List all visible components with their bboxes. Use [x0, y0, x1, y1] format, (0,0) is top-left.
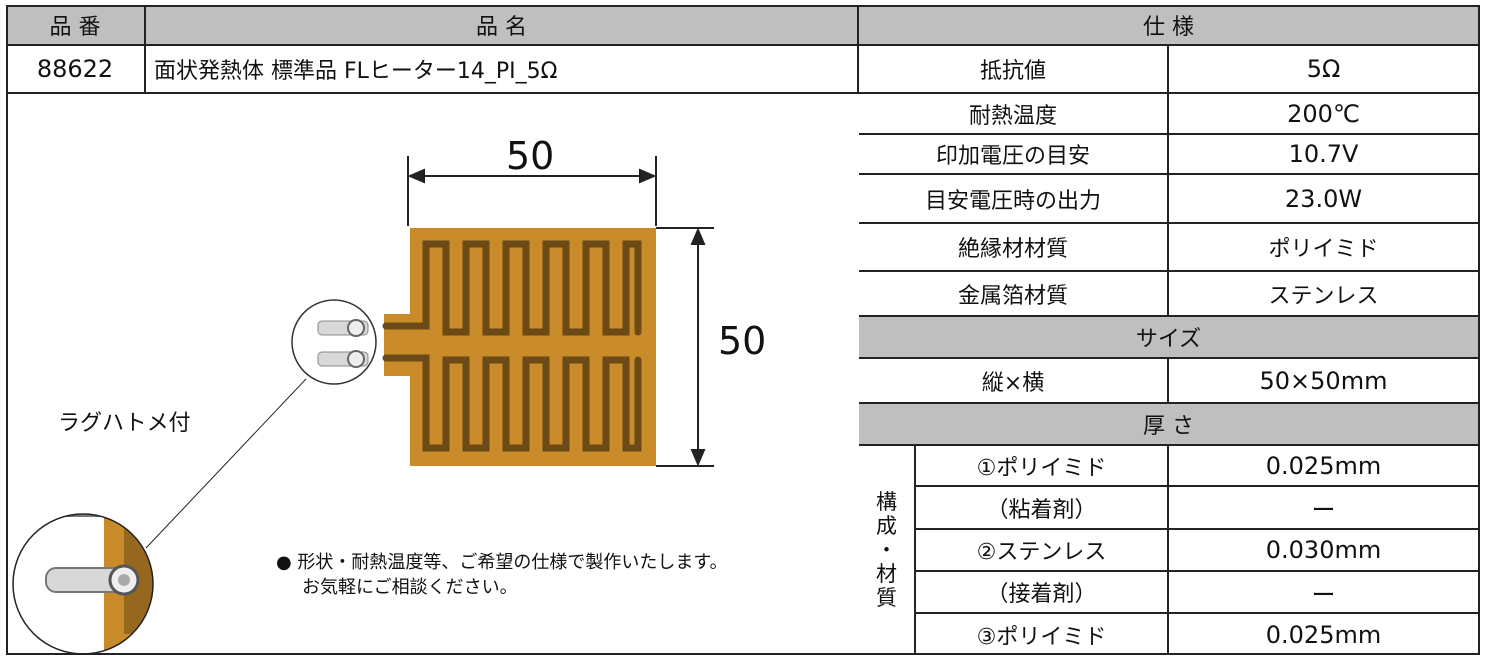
- header-number: 品 番: [6, 5, 146, 46]
- layer-value: 0.025mm: [1169, 614, 1480, 655]
- lug-zoom-view: [12, 513, 154, 655]
- spec-label: 絶縁材材質: [859, 224, 1169, 272]
- header-name: 品 名: [146, 5, 859, 46]
- spec-label: 金属箔材質: [859, 272, 1169, 317]
- spec-label: 耐熱温度: [859, 94, 1169, 135]
- heater-film: [382, 228, 656, 466]
- lug-label: ラグハトメ付: [58, 411, 191, 436]
- layer-label: ①ポリイミド: [916, 446, 1169, 487]
- spec-value: 5Ω: [1169, 46, 1480, 94]
- width-dimension: [407, 156, 657, 226]
- spec-value: ステンレス: [1169, 272, 1480, 317]
- group-char: 構: [876, 489, 897, 514]
- layer-value: 0.025mm: [1169, 446, 1480, 487]
- product-number: 88622: [6, 46, 146, 94]
- spec-value: ポリイミド: [1169, 224, 1480, 272]
- dimension-width-label: 50: [506, 134, 555, 178]
- layer-label: （接着剤）: [916, 572, 1169, 614]
- product-figure: 50 50 ラグハトメ付 ● 形状・耐熱温度等、ご希望の仕様で製作いたします。 …: [6, 94, 859, 655]
- header-spec: 仕 様: [859, 5, 1480, 46]
- note-line-1: ● 形状・耐熱温度等、ご希望の仕様で製作いたします。: [276, 552, 728, 573]
- thickness-section-header: 厚 さ: [859, 404, 1480, 446]
- group-char: 質: [876, 585, 897, 610]
- layer-label: ②ステンレス: [916, 530, 1169, 572]
- layer-label: ③ポリイミド: [916, 614, 1169, 655]
- heater-illustration: [12, 156, 714, 655]
- layer-value: ー: [1169, 572, 1480, 614]
- dimension-height-label: 50: [718, 319, 767, 363]
- layer-label: （粘着剤）: [916, 487, 1169, 530]
- spec-label: 印加電圧の目安: [859, 135, 1169, 175]
- spec-value: 23.0W: [1169, 175, 1480, 224]
- height-dimension: [656, 227, 714, 467]
- spec-value: 200℃: [1169, 94, 1480, 135]
- composition-material-label: 構 成 ・ 材 質: [859, 446, 916, 655]
- spec-value: 10.7V: [1169, 135, 1480, 175]
- layer-value: 0.030mm: [1169, 530, 1480, 572]
- size-section-header: サイズ: [859, 317, 1480, 359]
- group-char: 材: [876, 561, 897, 586]
- zoom-connector-line: [145, 378, 307, 549]
- spec-label: 抵抗値: [859, 46, 1169, 94]
- product-name: 面状発熱体 標準品 FLヒーター14_PI_5Ω: [146, 46, 859, 94]
- spec-sheet: 品 番 品 名 仕 様 88622 面状発熱体 標準品 FLヒーター14_PI_…: [6, 5, 1480, 655]
- small-lugs: [291, 299, 377, 385]
- group-char: 成: [876, 513, 897, 538]
- group-char: ・: [876, 537, 897, 562]
- note-line-2: お気軽にご相談ください。: [302, 577, 518, 598]
- size-label: 縦×横: [859, 359, 1169, 404]
- spec-label: 目安電圧時の出力: [859, 175, 1169, 224]
- layer-value: ー: [1169, 487, 1480, 530]
- size-value: 50×50mm: [1169, 359, 1480, 404]
